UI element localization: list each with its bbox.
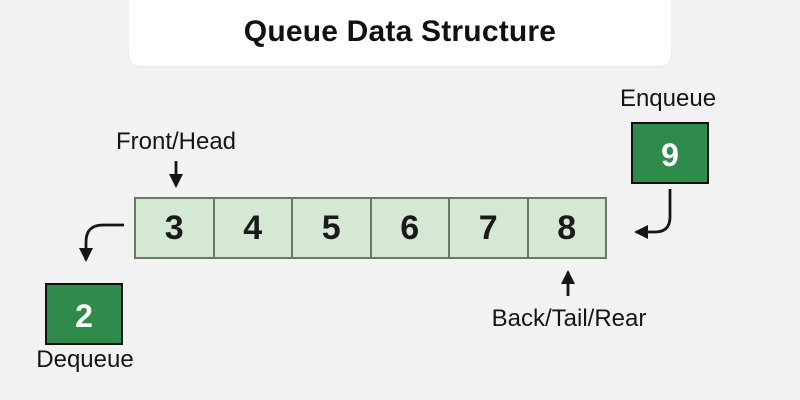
enqueue-arrow xyxy=(634,189,672,239)
enqueue-label: Enqueue xyxy=(619,85,717,112)
queue-cell: 6 xyxy=(372,199,450,257)
page-title: Queue Data Structure xyxy=(243,15,557,48)
queue-cell: 4 xyxy=(215,199,293,257)
queue-cell: 7 xyxy=(450,199,529,257)
queue-cell: 5 xyxy=(293,199,372,257)
dequeue-value-box: 2 xyxy=(45,283,123,345)
dequeue-arrow xyxy=(79,223,124,262)
enqueue-value-box: 9 xyxy=(631,122,709,184)
dequeue-label: Dequeue xyxy=(36,346,134,373)
queue-cell: 3 xyxy=(136,199,215,257)
queue-cell: 8 xyxy=(557,208,577,247)
title-panel: Queue Data Structure xyxy=(129,0,671,66)
enqueue-value: 9 xyxy=(661,136,679,173)
back-tail-rear-label: Back/Tail/Rear xyxy=(491,305,647,332)
dequeue-value: 2 xyxy=(75,297,93,334)
front-head-label: Front/Head xyxy=(115,128,237,155)
